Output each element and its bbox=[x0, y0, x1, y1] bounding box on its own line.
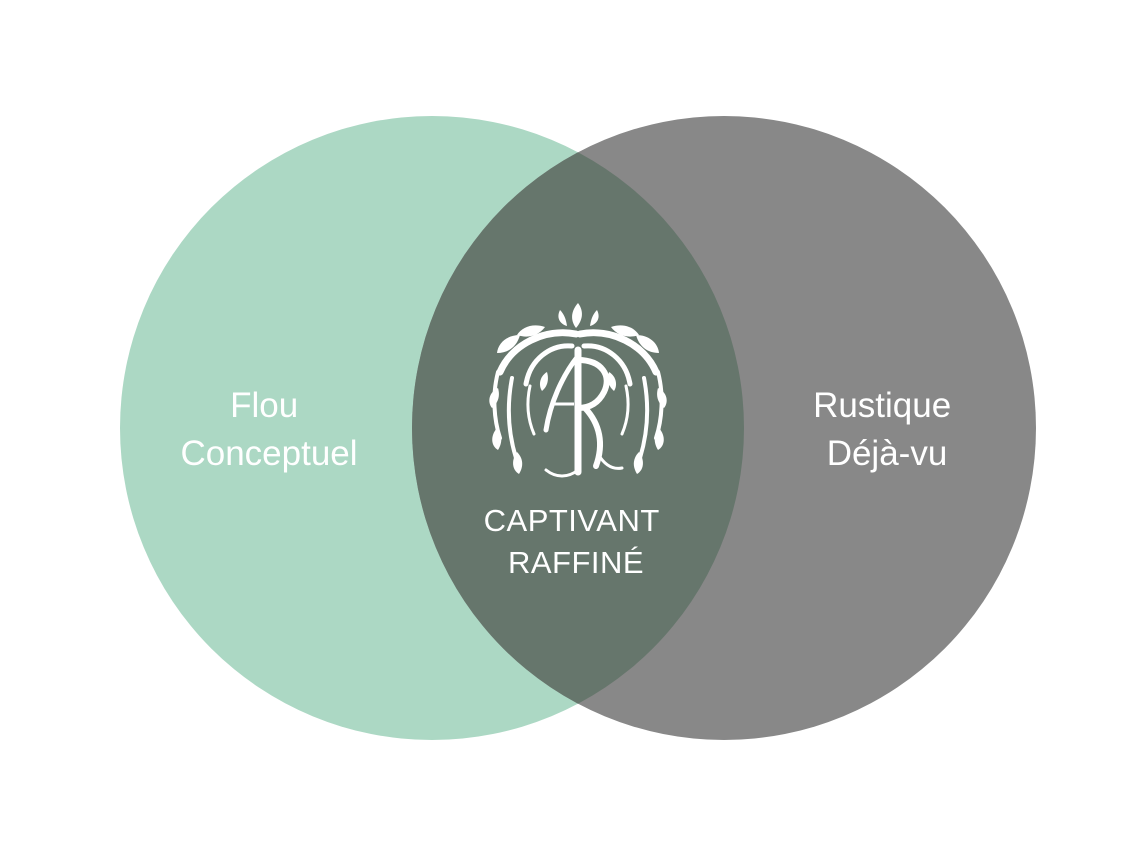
right-set-label-line-2: Déjà-vu bbox=[827, 434, 948, 473]
right-set-label: Rustique Déjà-vu bbox=[813, 386, 961, 473]
left-set-label-line-2: Conceptuel bbox=[180, 434, 357, 473]
left-set-label-line-1: Flou bbox=[230, 386, 298, 425]
right-set-label-line-1: Rustique bbox=[813, 386, 951, 425]
left-set-label: Flou Conceptuel bbox=[180, 386, 357, 473]
willow-tree-monogram-icon bbox=[489, 303, 667, 478]
intersection-label-line-1: CAPTIVANT bbox=[484, 503, 660, 538]
intersection-region bbox=[412, 116, 744, 740]
intersection-label: CAPTIVANT RAFFINÉ bbox=[484, 503, 669, 580]
intersection-label-line-2: RAFFINÉ bbox=[508, 545, 644, 580]
